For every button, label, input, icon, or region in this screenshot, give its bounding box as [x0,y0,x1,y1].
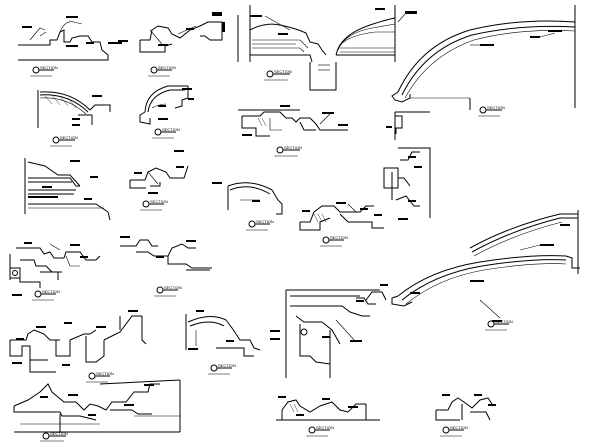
section-tag-7: SECTION [274,145,302,157]
detail-arch-large [391,5,576,108]
detail-moulding-o [120,236,212,271]
detail-bottom-center [276,396,380,421]
section-tag-5: SECTION [50,135,78,147]
detail-curved-sweep [391,210,580,307]
section-label: SECTION [158,65,176,70]
section-label: SECTION [487,105,505,110]
section-label: SECTION [274,69,292,74]
detail-moulding-c [237,5,417,91]
section-label: SECTION [164,285,182,290]
section-label: SECTION [316,425,334,430]
section-label: SECTION [42,289,60,294]
section-label: SECTION [50,431,68,436]
section-label: SECTION [162,127,180,132]
detail-stepped-left [9,242,101,296]
section-label: SECTION [60,135,78,140]
section-tag-6: SECTION [152,127,180,139]
detail-arch-left [37,90,111,128]
section-tag-1: SECTION [30,65,58,77]
section-label: SECTION [256,219,274,224]
section-tag-13: SECTION [86,371,114,383]
detail-small-arch [139,85,194,125]
detail-small-right [469,98,570,322]
section-label: SECTION [150,199,168,204]
section-label: SECTION [450,425,468,430]
detail-moulding-l [299,202,384,231]
section-tag-18: SECTION [485,319,513,331]
detail-moulding-b [118,12,225,53]
section-tag-8: SECTION [140,199,168,211]
detail-moulding-a [18,16,122,61]
section-label: SECTION [284,145,302,150]
section-tag-3: SECTION [264,69,292,81]
detail-bottom-left [13,379,181,433]
section-label: SECTION [495,319,513,324]
section-tag-9: SECTION [246,219,274,231]
detail-moulding-q [9,310,147,373]
section-tag-16: SECTION [306,425,334,437]
detail-column-right [383,111,431,220]
section-tag-15: SECTION [40,431,68,442]
detail-arch-mid [212,182,283,215]
detail-cornice-center [270,284,388,378]
detail-bottom-right [435,394,496,421]
section-tag-17: SECTION [440,425,468,437]
section-tag-14: SECTION [208,363,236,375]
section-tag-12: SECTION [154,285,182,297]
section-label: SECTION [40,65,58,70]
section-tag-4: SECTION [478,105,505,117]
detail-arch-r [185,310,261,357]
section-label: SECTION [96,371,114,376]
section-tag-10: SECTION [320,235,348,247]
detail-stair-profile [24,158,111,221]
section-tag-11: SECTION [32,289,60,301]
detail-moulding-g [238,105,348,137]
section-tag-2: SECTION [148,65,176,77]
section-label: SECTION [330,235,348,240]
section-label: SECTION [218,363,236,368]
detail-moulding-j [129,150,189,194]
